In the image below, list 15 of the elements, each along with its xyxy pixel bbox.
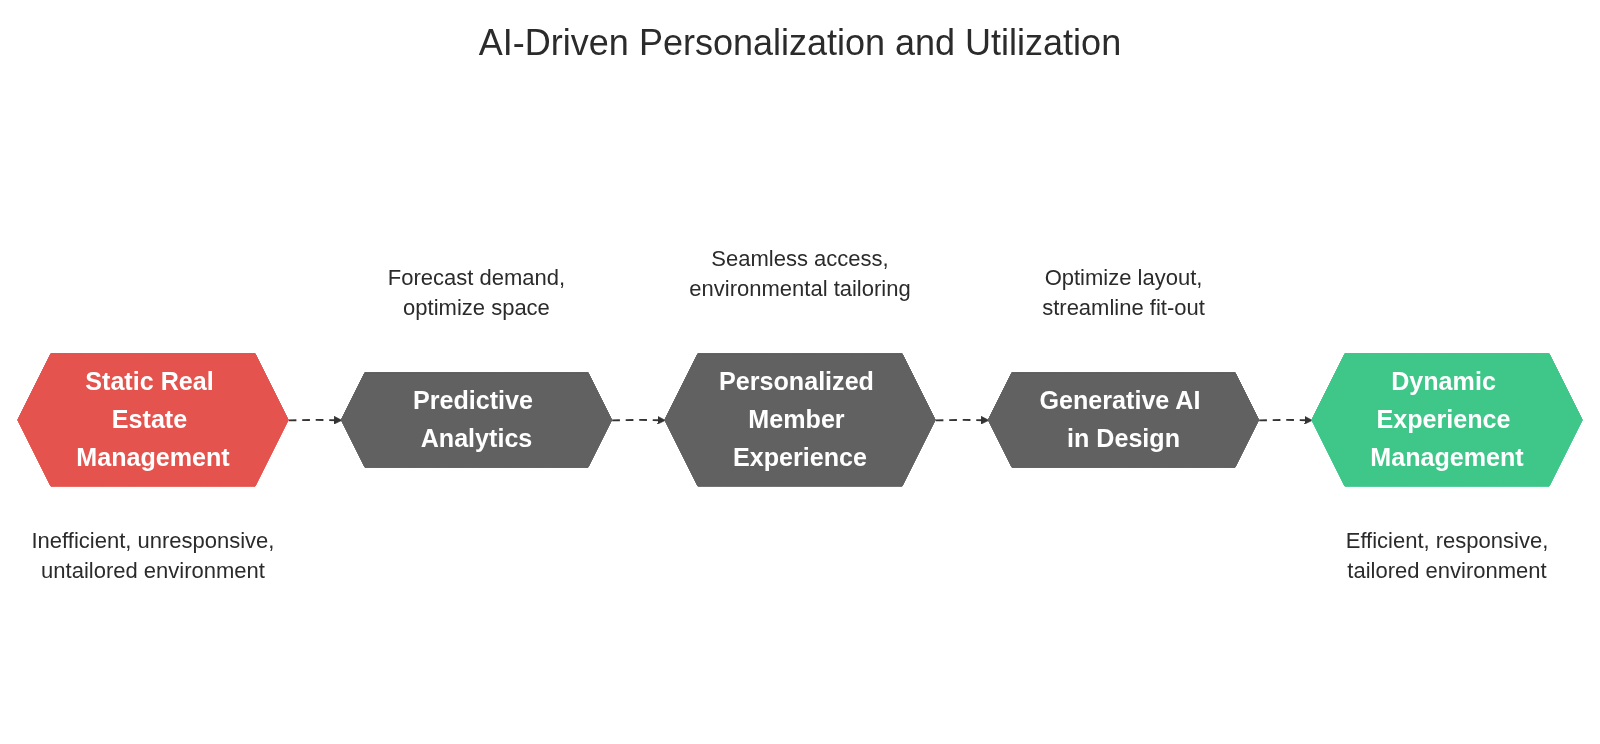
node-caption: Optimize layout, streamline fit-out (1041, 264, 1206, 322)
process-hexagon: Personalized Member Experience (664, 353, 936, 487)
node-caption: Forecast demand, optimize space (386, 264, 567, 322)
node-caption: Inefficient, unresponsive, untailored environment (30, 527, 276, 585)
process-hexagon: Dynamic Experience Management (1311, 353, 1583, 487)
node-caption: Seamless access, environmental tailoring (688, 245, 912, 304)
process-hexagon: Predictive Analytics (340, 372, 613, 468)
node-caption: Efficient, responsive, tailored environment (1344, 527, 1550, 585)
process-hexagon: Static Real Estate Management (17, 353, 289, 487)
process-hexagon: Generative AI in Design (987, 372, 1260, 468)
arrow (1258, 416, 1313, 425)
diagram-title: AI-Driven Personalization and Utilization (478, 22, 1122, 63)
arrow (934, 416, 990, 425)
arrow (611, 416, 666, 425)
arrow (287, 416, 343, 425)
